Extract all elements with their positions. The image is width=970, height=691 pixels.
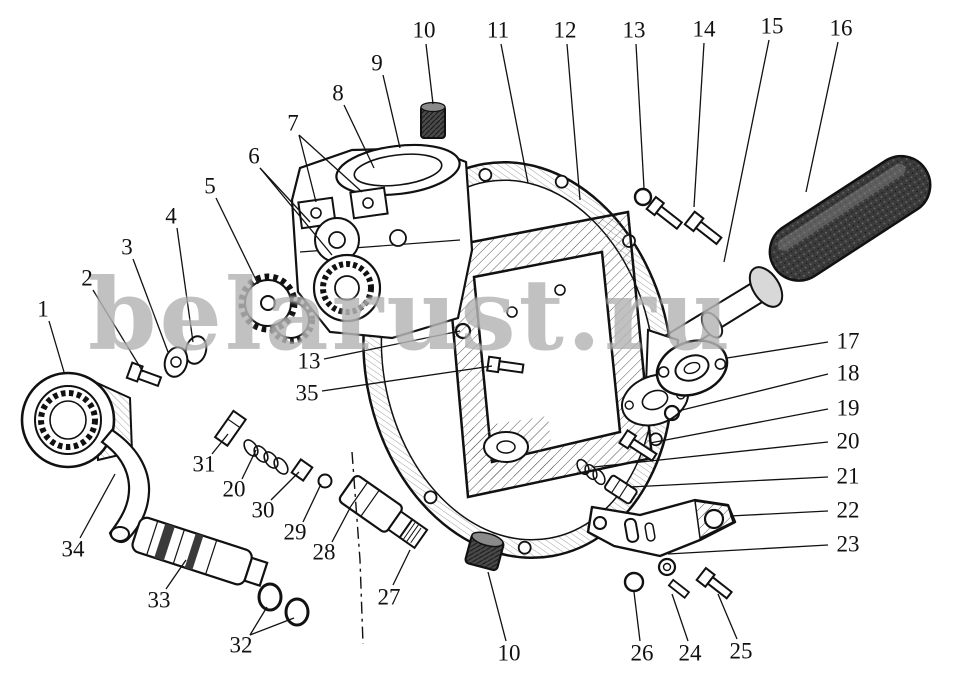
handle-grip — [768, 154, 932, 282]
lever-arm — [100, 428, 151, 543]
plug-top — [420, 101, 446, 139]
right-small-parts — [576, 404, 681, 505]
valve-spring-set — [213, 409, 333, 489]
valve-fitting — [338, 474, 429, 550]
drive-gear — [238, 273, 315, 344]
center-bolt — [454, 322, 525, 374]
washer-stack — [125, 335, 208, 388]
bottom-fasteners — [623, 557, 734, 600]
bracket-plate — [586, 498, 737, 558]
seal-rings — [257, 582, 310, 627]
control-spool — [131, 516, 269, 588]
plug-bottom — [464, 531, 505, 572]
top-bolts — [633, 187, 723, 246]
axis-line — [351, 451, 364, 645]
pump-body — [290, 143, 474, 340]
bolt — [125, 361, 163, 388]
flange-and-gasket — [621, 339, 729, 427]
leader-lines — [48, 39, 839, 642]
control-shaft — [648, 266, 784, 366]
